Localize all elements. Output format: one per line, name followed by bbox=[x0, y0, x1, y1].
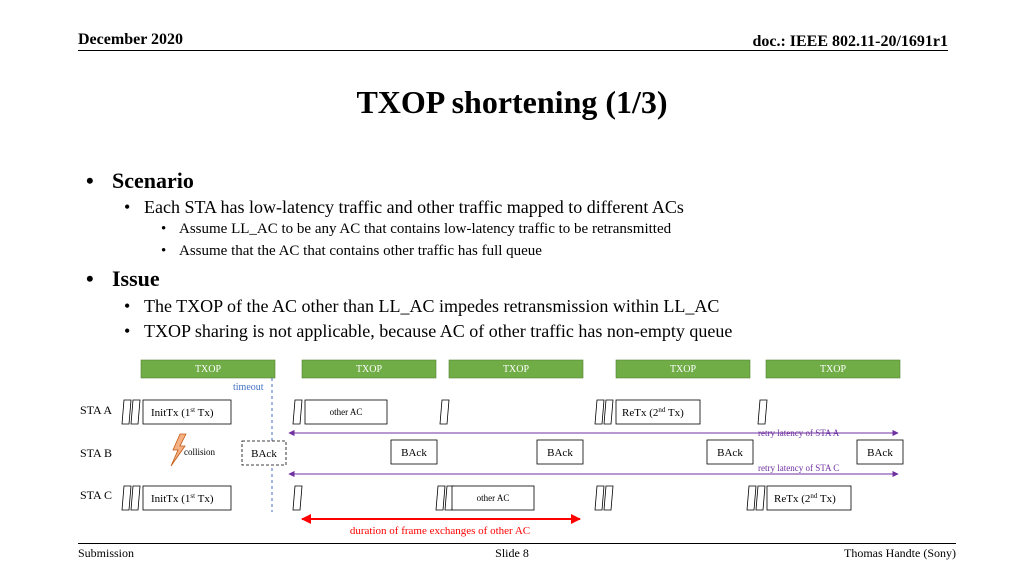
header-divider bbox=[78, 50, 948, 51]
collision-label: collision bbox=[184, 447, 215, 457]
bullet-dot: • bbox=[86, 266, 94, 291]
footer-author: Thomas Handte (Sony) bbox=[844, 546, 956, 560]
txop-label: TXOP bbox=[503, 364, 530, 375]
frame-box bbox=[451, 485, 535, 511]
sta-c-row bbox=[121, 485, 852, 511]
lightning-icon bbox=[170, 433, 187, 467]
backoff-slot bbox=[130, 399, 141, 425]
row-label-sta-c: STA C bbox=[80, 488, 112, 502]
bullet-scenario: • Scenario bbox=[86, 168, 194, 194]
scenario-sub1-text: Assume LL_AC to be any AC that contains … bbox=[179, 221, 672, 237]
bullet-dot: • bbox=[124, 296, 131, 316]
backoff-slot bbox=[121, 399, 132, 425]
txop-bars: TXOP TXOP TXOP TXOP TXOP bbox=[140, 359, 901, 379]
initial-tx-label-a: InitTx (1st Tx) bbox=[151, 406, 214, 419]
backoff-slot bbox=[594, 485, 605, 511]
bullet-issue: • Issue bbox=[86, 266, 160, 292]
backoff-slot bbox=[130, 485, 141, 511]
back-label: BAck bbox=[867, 447, 893, 459]
back-box bbox=[706, 439, 754, 465]
backoff-slot bbox=[594, 399, 605, 425]
bullet-dot: • bbox=[86, 168, 94, 193]
header-doc-id: doc.: IEEE 802.11-20/1691r1 bbox=[752, 33, 948, 50]
backoff-slot bbox=[746, 485, 757, 511]
footer-divider bbox=[78, 543, 956, 544]
bullet-scenario-item: • Each STA has low-latency traffic and ot… bbox=[124, 197, 684, 218]
timeout-label: timeout bbox=[233, 382, 264, 393]
backoff-slot bbox=[435, 485, 446, 511]
issue-heading: Issue bbox=[112, 266, 160, 291]
frame-box bbox=[304, 399, 388, 425]
txop-label: TXOP bbox=[670, 364, 697, 375]
retry-latency-a-label: retry latency of STA A bbox=[758, 428, 840, 438]
bullet-scenario-sub2: • Assume that the AC that contains other … bbox=[161, 243, 542, 260]
backoff-slot bbox=[292, 485, 303, 511]
backoff-slot bbox=[603, 399, 614, 425]
issue-item2-text: TXOP sharing is not applicable, because … bbox=[144, 321, 733, 341]
back-label: BAck bbox=[401, 447, 427, 459]
frame-box bbox=[615, 399, 701, 425]
row-label-sta-a: STA A bbox=[80, 403, 112, 417]
bullet-dot: • bbox=[124, 197, 131, 217]
footer-submission: Submission bbox=[78, 546, 135, 560]
retry-latency-c-label: retry latency of STA C bbox=[758, 463, 839, 473]
backoff-slot bbox=[755, 485, 766, 511]
frame-box bbox=[766, 485, 852, 511]
bullet-dot: • bbox=[161, 243, 167, 259]
slide-title: TXOP shortening (1/3) bbox=[356, 84, 668, 120]
backoff-slot bbox=[121, 485, 132, 511]
txop-bar bbox=[140, 359, 276, 379]
backoff-slot bbox=[292, 399, 303, 425]
back-box bbox=[856, 439, 904, 465]
txop-bar bbox=[448, 359, 584, 379]
other-ac-label-c: other AC bbox=[477, 493, 510, 503]
txop-bar bbox=[301, 359, 437, 379]
row-label-sta-b: STA B bbox=[80, 446, 112, 460]
txop-bar bbox=[615, 359, 751, 379]
txop-label: TXOP bbox=[195, 364, 222, 375]
frame-box bbox=[142, 399, 232, 425]
other-ac-label-a: other AC bbox=[330, 407, 363, 417]
retx-label-c: ReTx (2nd Tx) bbox=[774, 492, 836, 505]
scenario-sub2-text: Assume that the AC that contains other t… bbox=[179, 243, 542, 259]
txop-label: TXOP bbox=[820, 364, 847, 375]
backoff-slot bbox=[603, 485, 614, 511]
backoff-slot bbox=[757, 399, 768, 425]
bullet-issue-item1: • The TXOP of the AC other than LL_AC imp… bbox=[124, 296, 719, 317]
back-label: BAck bbox=[717, 447, 743, 459]
txop-bar bbox=[765, 359, 901, 379]
sta-a-row bbox=[121, 399, 768, 425]
back-box bbox=[390, 439, 438, 465]
duration-label: duration of frame exchanges of other AC bbox=[350, 525, 530, 537]
txop-label: TXOP bbox=[356, 364, 383, 375]
bullet-dot: • bbox=[161, 221, 167, 237]
collided-back-box bbox=[241, 440, 287, 466]
back-label: BAck bbox=[547, 447, 573, 459]
header-date: December 2020 bbox=[78, 31, 183, 48]
scenario-heading: Scenario bbox=[112, 168, 194, 193]
bullet-issue-item2: • TXOP sharing is not applicable, because… bbox=[124, 321, 732, 342]
scenario-item-text: Each STA has low-latency traffic and oth… bbox=[144, 197, 684, 217]
footer-slide-number: Slide 8 bbox=[495, 546, 529, 560]
bullet-scenario-sub1: • Assume LL_AC to be any AC that contains… bbox=[161, 221, 671, 238]
back-box bbox=[536, 439, 584, 465]
issue-item1-text: The TXOP of the AC other than LL_AC impe… bbox=[144, 296, 720, 316]
retx-label-a: ReTx (2nd Tx) bbox=[622, 406, 684, 419]
backoff-slot bbox=[439, 399, 450, 425]
bullet-dot: • bbox=[124, 321, 131, 341]
back-label: BAck bbox=[251, 448, 277, 460]
frame-box bbox=[142, 485, 232, 511]
initial-tx-label-c: InitTx (1st Tx) bbox=[151, 492, 214, 505]
